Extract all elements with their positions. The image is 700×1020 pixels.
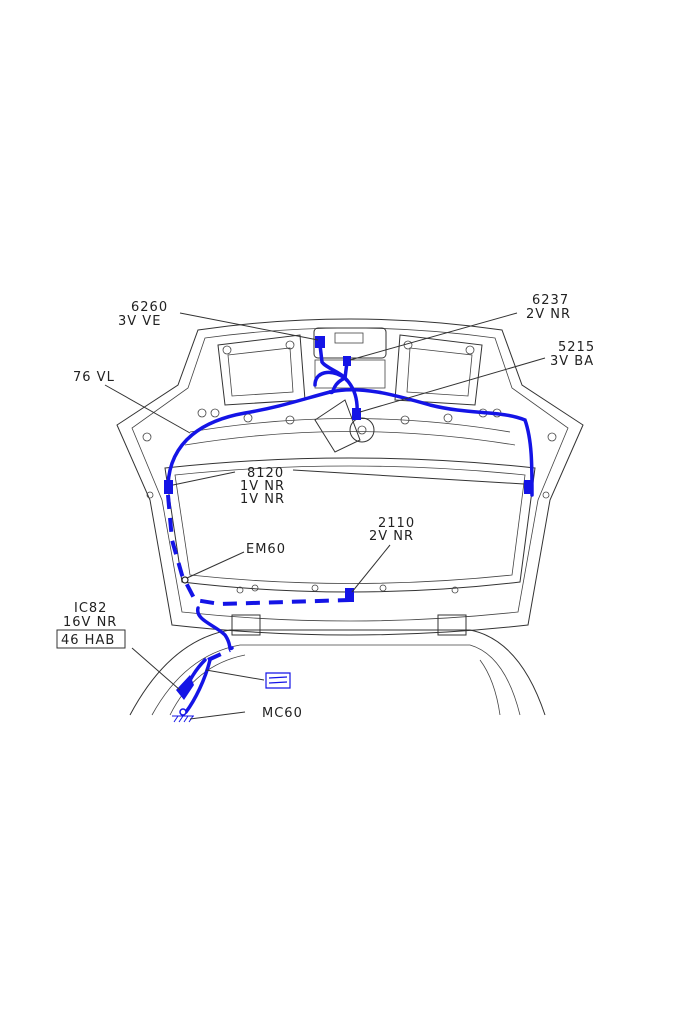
label-5215-spec: 3V BA [550,354,594,369]
label-6237-code: 6237 [532,293,569,308]
label-2110-spec: 2V NR [369,529,414,544]
ground-point-mc60 [179,708,187,716]
connector-8120-left [164,480,173,494]
label-harness-76: 76 VL [73,370,115,385]
ground-point-em60 [181,576,189,584]
label-2110-code: 2110 [378,516,415,531]
wiring-harness [164,336,534,723]
connector-2110 [345,588,354,602]
label-ic82-spec: 16V NR [63,615,117,630]
connector-6237 [343,356,351,366]
label-8120-spec1: 1V NR [240,479,285,494]
label-em60: EM60 [246,542,286,557]
label-ic82-boxed: 46 HAB [61,633,115,648]
leader-lines [104,312,546,720]
label-mc60: MC60 [262,706,303,721]
label-6237-spec: 2V NR [526,307,571,322]
connector-ic82 [176,675,194,700]
label-6260-spec: 3V VE [118,314,161,329]
label-8120-code: 8120 [247,466,284,481]
label-ic82-code: IC82 [74,601,107,616]
tailgate-outline [116,318,584,716]
label-box-46hab [56,629,126,649]
connector-5215 [352,408,361,420]
clip-flag-icon [265,672,291,689]
label-5215-code: 5215 [558,340,595,355]
label-6260-code: 6260 [131,300,168,315]
connector-6260 [315,336,325,348]
label-8120-spec2: 1V NR [240,492,285,507]
connector-8120-right [524,480,533,494]
